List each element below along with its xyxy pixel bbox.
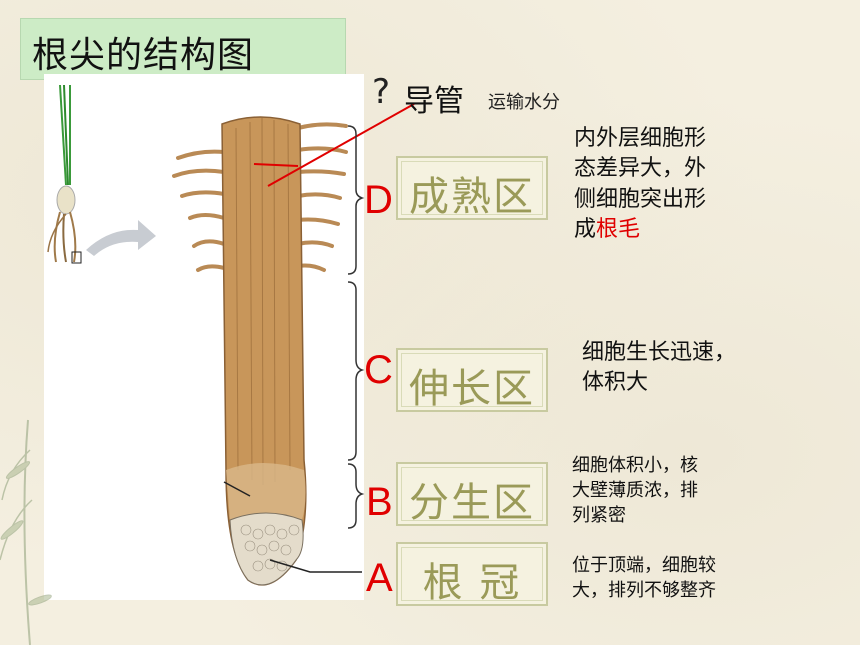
zone-braces — [347, 125, 365, 529]
zone-c-letter: C — [364, 348, 393, 392]
page-title: 根尖的结构图 — [32, 35, 255, 76]
question-mark: ? — [372, 72, 391, 112]
meristem-pointer — [223, 481, 251, 497]
zone-d-letter: D — [364, 178, 393, 222]
zone-d-box: 成熟区 — [396, 156, 548, 220]
meristem-zone — [226, 463, 306, 520]
zone-d-desc-main: 内外层细胞形 态差异大，外 侧细胞突出形 成 — [574, 126, 707, 243]
zone-b-box: 分生区 — [396, 462, 548, 526]
vessel-pointer-branch — [253, 163, 299, 167]
zone-d-desc: 内外层细胞形 态差异大，外 侧细胞突出形 成根毛 — [574, 124, 706, 245]
zone-a-desc: 位于顶端，细胞较 大，排列不够整齐 — [572, 555, 716, 601]
bamboo-decoration — [0, 419, 52, 645]
root-hairs — [172, 122, 348, 272]
root-cap-cells — [240, 524, 300, 572]
zone-c-name: 伸长区 — [409, 366, 535, 412]
zone-c-desc: 细胞生长迅速， 体积大 — [582, 340, 737, 396]
zone-b-letter: B — [366, 480, 393, 524]
root-hair-highlight: 根毛 — [596, 217, 641, 243]
zone-a-box: 根 冠 — [396, 542, 548, 606]
vessel-pointer — [267, 103, 415, 187]
vessel-label: 导管 — [404, 84, 464, 119]
root-cap — [229, 512, 304, 586]
zone-a-letter: A — [366, 556, 393, 600]
zone-c-box: 伸长区 — [396, 348, 548, 412]
vessel-desc: 运输水分 — [488, 92, 560, 113]
seedling-icon — [47, 84, 82, 264]
rootcap-pointer — [269, 559, 362, 573]
arrow-icon — [86, 220, 156, 256]
title-box — [20, 18, 346, 80]
zone-b-name: 分生区 — [409, 480, 535, 526]
zone-b-desc: 细胞体积小，核 大壁薄质浓，排 列紧密 — [572, 455, 698, 526]
zone-d-name: 成熟区 — [409, 174, 535, 220]
zone-a-name: 根 冠 — [422, 560, 522, 606]
root-cell-lines — [235, 117, 291, 486]
